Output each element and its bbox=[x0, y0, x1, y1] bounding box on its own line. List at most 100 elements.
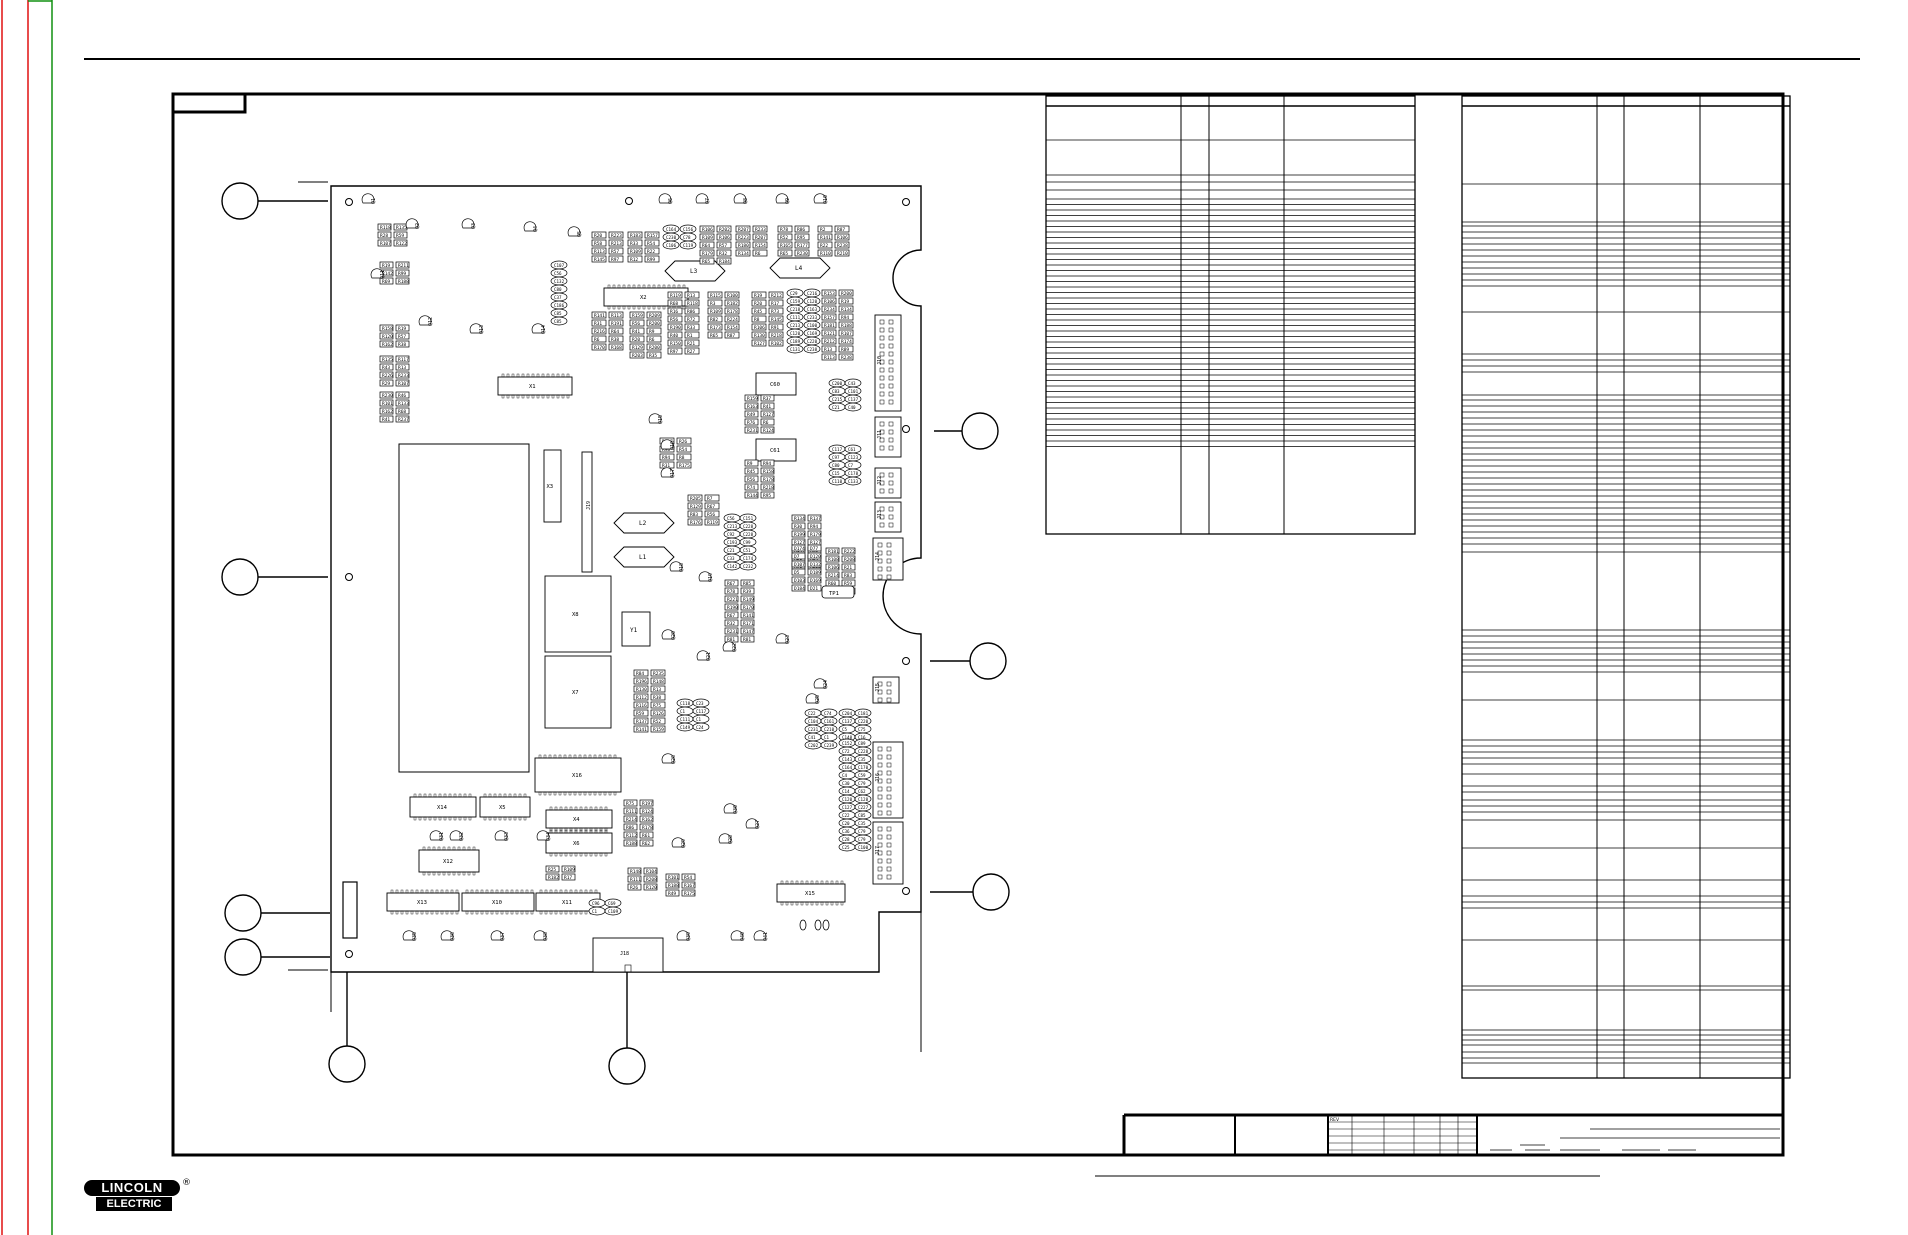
capacitor-label: C51 bbox=[743, 548, 751, 553]
transistor-label: Q6 bbox=[668, 198, 674, 204]
resistor: R147 bbox=[740, 627, 755, 635]
capacitor: C178 bbox=[844, 468, 862, 478]
capacitor: C37 bbox=[550, 292, 568, 302]
resistor-label: R127 bbox=[794, 540, 805, 546]
capacitor: C85 bbox=[550, 316, 568, 326]
resistor-label: R118 bbox=[687, 301, 698, 307]
transistor: Q40 bbox=[730, 930, 746, 941]
logo-registered: ® bbox=[182, 1178, 191, 1188]
capacitor-label: C4 bbox=[842, 773, 848, 778]
transistor: Q25 bbox=[805, 693, 821, 704]
transistor: Q23 bbox=[775, 633, 791, 644]
resistor: R86 bbox=[794, 225, 810, 233]
resistor: R221 bbox=[724, 595, 739, 603]
resistor: R111 bbox=[623, 807, 638, 815]
resistor-label: R67 bbox=[707, 504, 715, 510]
resistor-label: R94 bbox=[763, 461, 771, 467]
resistor-label: R12 bbox=[630, 257, 638, 263]
resistor-label: R94 bbox=[662, 455, 670, 461]
resistor-label: R129 bbox=[632, 345, 643, 351]
resistor-label: R145 bbox=[771, 317, 782, 323]
capacitor: C106 bbox=[662, 240, 680, 250]
resistor: R112 bbox=[633, 693, 649, 701]
resistor: R159 bbox=[650, 725, 666, 733]
capacitor: C152 bbox=[838, 738, 856, 748]
resistor-label: R83 bbox=[690, 512, 698, 518]
resistor-label: R25 bbox=[548, 867, 556, 873]
resistor: R234 bbox=[821, 305, 837, 313]
capacitor-label: C133 bbox=[848, 479, 859, 484]
capacitor-label: C233 bbox=[807, 315, 818, 320]
resistor: R118 bbox=[377, 223, 392, 231]
callout-circle bbox=[221, 182, 259, 220]
connector-label: J12 bbox=[877, 476, 883, 485]
resistor-label: R178 bbox=[727, 309, 738, 315]
capacitor: C100 bbox=[803, 320, 821, 330]
resistor: R162 bbox=[639, 815, 654, 823]
resistor: R218 bbox=[768, 331, 784, 339]
resistor: R65 bbox=[707, 331, 723, 339]
resistor-label: R165 bbox=[780, 243, 791, 249]
resistor-label: R106 bbox=[754, 325, 765, 331]
ic-label: X13 bbox=[417, 900, 427, 906]
resistor-label: R67 bbox=[727, 581, 735, 587]
callout-circle bbox=[224, 894, 262, 932]
capacitor-label: C127 bbox=[842, 805, 853, 810]
resistor: R6 bbox=[752, 249, 768, 257]
transistor: Q20 bbox=[661, 629, 677, 640]
capacitor-label: C230 bbox=[666, 235, 677, 240]
transistor: Q14 bbox=[531, 323, 547, 334]
capacitor: C100 bbox=[854, 842, 872, 852]
resistor: R87 bbox=[834, 225, 850, 233]
resistor: R49 bbox=[744, 410, 759, 418]
resistor: R59 bbox=[393, 231, 408, 239]
transistor-label: Q27 bbox=[755, 820, 761, 829]
resistor: R200 bbox=[838, 289, 854, 297]
resistor-label: R21 bbox=[844, 565, 852, 571]
resistor-label: R62 bbox=[642, 841, 650, 847]
resistor-label: R162 bbox=[642, 817, 653, 823]
capacitor-label: C69 bbox=[608, 901, 616, 906]
resistor: R218 bbox=[760, 483, 775, 491]
resistor-label: R22 bbox=[647, 249, 655, 255]
diode bbox=[799, 919, 807, 931]
resistor: R188 bbox=[623, 839, 638, 847]
capacitor: C202 bbox=[804, 740, 822, 750]
transistor-label: Q15 bbox=[658, 415, 664, 424]
resistor: R108 bbox=[825, 555, 840, 563]
transistor-label: Q1 bbox=[371, 198, 377, 204]
resistor-label: R120 bbox=[382, 334, 393, 340]
resistor-label: R213 bbox=[611, 241, 622, 247]
resistor: R31 bbox=[591, 319, 607, 327]
transistor-label: Q40 bbox=[740, 932, 746, 941]
resistor: R20 bbox=[591, 231, 607, 239]
resistor-label: R20 bbox=[594, 233, 602, 239]
resistor: R196 bbox=[633, 677, 649, 685]
resistor: R182 bbox=[545, 873, 560, 881]
resistor: R118 bbox=[684, 299, 700, 307]
capacitor: C22 bbox=[838, 810, 856, 820]
resistor-label: R64 bbox=[702, 243, 710, 249]
resistor: R197 bbox=[639, 799, 654, 807]
resistor-label: R141 bbox=[594, 313, 605, 319]
capacitor: C40 bbox=[844, 402, 862, 412]
capacitor-label: C15 bbox=[832, 471, 840, 476]
transistor: Q34 bbox=[536, 830, 552, 841]
resistor-label: D21 bbox=[810, 586, 818, 592]
capacitor-label: C220 bbox=[807, 339, 818, 344]
resistor: R46 bbox=[395, 391, 410, 399]
capacitor-label: C97 bbox=[832, 455, 840, 460]
resistor-label: R134 bbox=[738, 251, 749, 257]
capacitor-label: C33 bbox=[727, 556, 735, 561]
capacitor: C75 bbox=[854, 724, 872, 734]
capacitor: C79 bbox=[854, 826, 872, 836]
resistor: R145 bbox=[591, 255, 607, 263]
resistor-label: R135 bbox=[382, 357, 393, 363]
transistor-label: Q3 bbox=[471, 223, 477, 229]
resistor: D21 bbox=[807, 584, 822, 592]
resistor-label: R237 bbox=[398, 417, 409, 423]
resistor-label: R74 bbox=[747, 485, 755, 491]
resistor: R109 bbox=[627, 247, 643, 255]
capacitor: C109 bbox=[604, 906, 622, 916]
capacitor-label: C120 bbox=[842, 797, 853, 802]
